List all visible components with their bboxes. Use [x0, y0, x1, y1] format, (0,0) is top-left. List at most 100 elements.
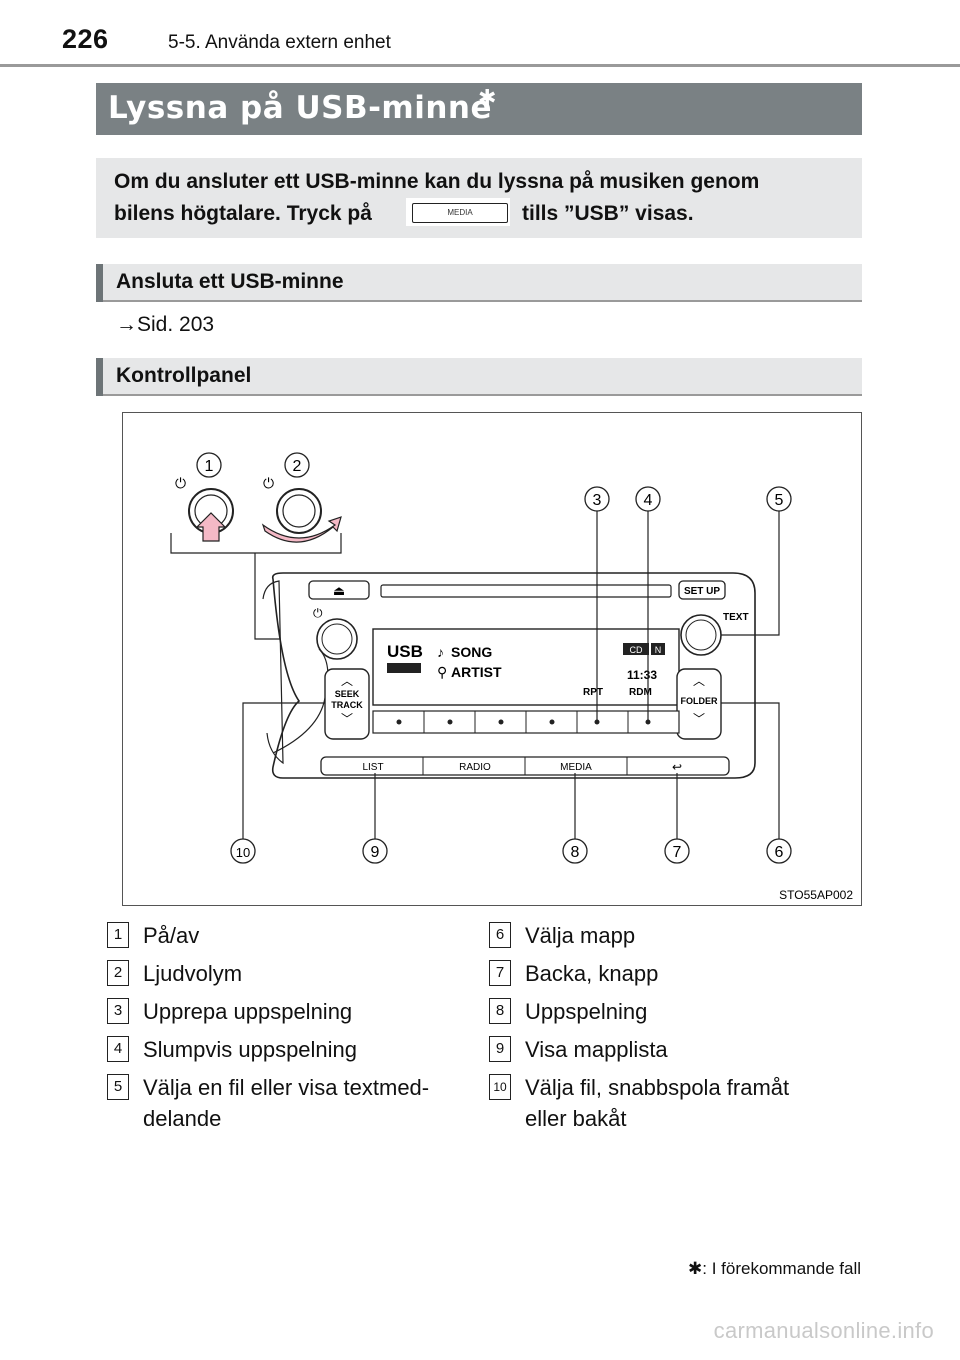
callout-label: 2	[293, 458, 302, 475]
intro-line-1: Om du ansluter ett USB-minne kan du lyss…	[114, 170, 760, 193]
legend-num: 6	[489, 922, 511, 948]
legend-num: 1	[107, 922, 129, 948]
section-title: Lyssna på USB-minne	[108, 90, 493, 126]
cd-slot	[380, 584, 672, 598]
svg-text:⏻: ⏻	[263, 475, 274, 491]
display-rdm: RDM	[629, 687, 652, 698]
usb-stick-icon	[387, 663, 421, 673]
media-button-icon: MEDIA	[412, 203, 508, 223]
display-artist: ARTIST	[451, 664, 502, 680]
svg-text:﹀: ﹀	[693, 712, 705, 726]
eject-icon: ⏏	[333, 583, 345, 598]
asterisk-icon: ✱	[478, 85, 497, 110]
legend-text-continued: eller bakåt	[525, 1106, 627, 1131]
chapter-title: 5-5. Använda extern enhet	[168, 32, 391, 53]
svg-text:♪: ♪	[437, 644, 444, 660]
section-heading-connect: Ansluta ett USB-minne	[96, 264, 862, 302]
legend-num: 8	[489, 998, 511, 1024]
section-heading-text: Kontrollpanel	[116, 364, 252, 387]
legend-text: Uppspelning	[525, 999, 648, 1024]
eject-button	[308, 580, 370, 600]
back-icon: ↩	[672, 760, 682, 774]
display-n: N	[655, 645, 662, 655]
legend-num: 4	[107, 1036, 129, 1062]
track-label: TRACK	[331, 700, 363, 710]
header-rule	[0, 64, 960, 67]
callout-label: 7	[673, 844, 682, 861]
legend-text: Välja fil, snabbspola framåt	[525, 1075, 790, 1100]
callout-label: 4	[644, 492, 653, 509]
svg-text:⏻: ⏻	[175, 475, 186, 491]
legend-text: Visa mapplista	[525, 1037, 668, 1062]
control-panel-illustration: ⏻ ⏻ 1 2 3 4	[170, 452, 853, 902]
text-label: TEXT	[723, 612, 749, 623]
svg-text:︿: ︿	[693, 674, 705, 688]
legend-num: 2	[107, 960, 129, 986]
legend-text: På/av	[143, 923, 200, 948]
radio-label: RADIO	[459, 762, 491, 773]
watermark: carmanualsonline.info	[713, 1318, 934, 1343]
setup-label: SET UP	[684, 586, 720, 597]
intro-box: Om du ansluter ett USB-minne kan du lyss…	[96, 158, 862, 238]
callout-2: 2	[284, 452, 310, 478]
callout-label: 8	[571, 844, 580, 861]
folder-button	[676, 668, 722, 740]
media-label: MEDIA	[560, 762, 592, 773]
heading-accent	[96, 358, 103, 396]
knob-turn-illustration: ⏻	[261, 475, 342, 543]
callout-6: 6	[766, 838, 792, 864]
callout-3: 3	[584, 486, 610, 512]
legend-num: 7	[489, 960, 511, 986]
legend-num: 3	[107, 998, 129, 1024]
seek-label: SEEK	[335, 689, 360, 699]
page-reference: →Sid. 203	[116, 313, 215, 336]
legend-num: 9	[489, 1036, 511, 1062]
svg-text:﹀: ﹀	[341, 712, 353, 726]
callout-5: 5	[766, 486, 792, 512]
callout-label: 5	[775, 492, 784, 509]
callout-9: 9	[362, 838, 388, 864]
callout-7: 7	[664, 838, 690, 864]
legend-text: Upprepa uppspelning	[143, 999, 353, 1024]
legend-text: Ljudvolym	[143, 961, 243, 986]
intro-line-2b: tills ”USB” visas.	[522, 202, 694, 225]
folder-label: FOLDER	[681, 696, 718, 706]
display-source: USB	[387, 642, 423, 661]
section-heading-text: Ansluta ett USB-minne	[116, 270, 344, 293]
display-rpt: RPT	[583, 687, 603, 698]
callout-4: 4	[635, 486, 661, 512]
control-panel-diagram: ⏻ ⏻ 1 2 3 4	[122, 412, 862, 906]
callout-label: 3	[593, 492, 602, 509]
knob-press-illustration: ⏻	[175, 475, 234, 542]
callout-label: 10	[236, 845, 250, 860]
callout-1: 1	[196, 452, 222, 478]
legend-text: Slumpvis uppspelning	[143, 1037, 358, 1062]
list-label: LIST	[362, 762, 383, 773]
svg-text:⏻: ⏻	[313, 606, 323, 620]
page-number: 226	[62, 24, 109, 54]
legend-text: Välja mapp	[525, 923, 636, 948]
intro-line-2a: bilens högtalare. Tryck på	[114, 202, 372, 225]
svg-text:︿: ︿	[341, 674, 353, 688]
legend-text: Backa, knapp	[525, 961, 659, 986]
image-code: STO55AP002	[779, 888, 853, 902]
display-cd: CD	[630, 645, 643, 655]
legend-num: 5	[107, 1074, 129, 1100]
legend-text-continued: delande	[143, 1106, 222, 1131]
setup-button	[678, 580, 726, 600]
heading-accent	[96, 264, 103, 302]
section-title-bar: Lyssna på USB-minne ✱	[96, 83, 862, 135]
seek-track-button	[324, 668, 370, 740]
callout-label: 1	[205, 458, 214, 475]
display-screen	[372, 628, 680, 706]
display-time: 11:33	[627, 668, 657, 682]
svg-text:⚲: ⚲	[437, 664, 447, 680]
callout-8: 8	[562, 838, 588, 864]
callout-10: 10	[230, 838, 256, 864]
callout-label: 9	[371, 844, 380, 861]
legend-num: 10	[489, 1074, 511, 1100]
footnote: ✱: I förekommande fall	[688, 1259, 861, 1278]
display-song: SONG	[451, 644, 492, 660]
legend-text: Välja en fil eller visa textmed-	[143, 1075, 430, 1100]
callout-label: 6	[775, 844, 784, 861]
